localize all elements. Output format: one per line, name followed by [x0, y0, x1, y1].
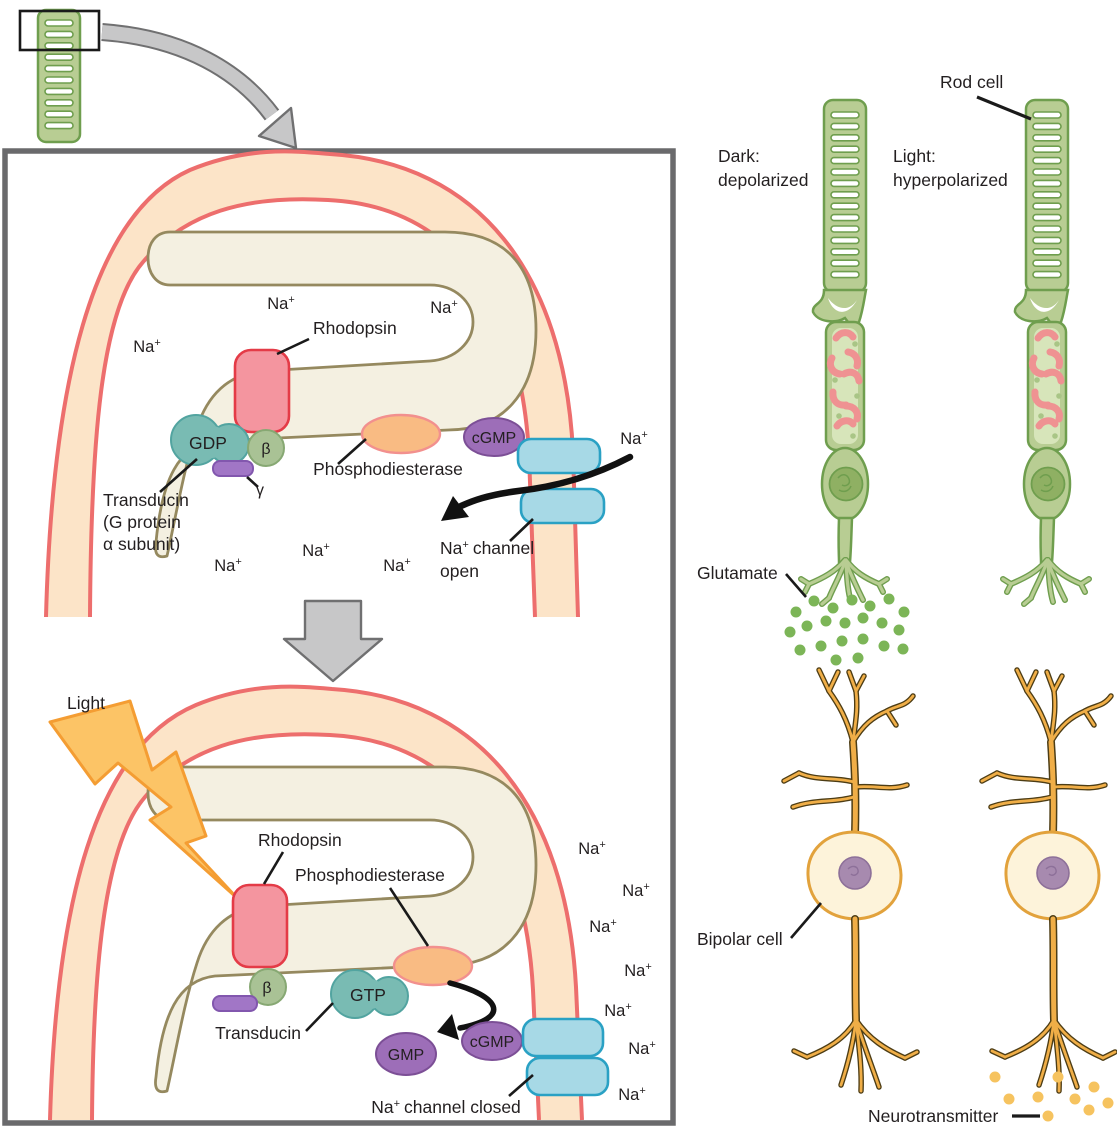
transducin-label: Transducin: [215, 1023, 301, 1043]
beta-subunit: [247, 429, 285, 467]
glutamate-vesicles: [784, 593, 910, 666]
channel-closed-label: Na+channel closed: [371, 1097, 521, 1117]
rhodopsin-label: Rhodopsin: [313, 318, 397, 338]
na-ion-label: Na+: [214, 556, 242, 575]
transducin-label-line2: (G protein: [103, 512, 181, 532]
na-ion-label: Na+: [133, 337, 161, 356]
rod-cell-label: Rod cell: [940, 72, 1003, 92]
na-ion-label: Na+: [628, 1039, 656, 1058]
sodium-influx-arrow: [457, 453, 634, 510]
membrane-outer-edge: [44, 149, 580, 618]
main-panel: Rhodopsin GDP β γ Transducin (G protein …: [2, 148, 676, 1126]
phosphodiesterase-label: Phosphodiesterase: [313, 459, 463, 479]
disc-membrane: [146, 765, 538, 1094]
gamma-callout-line: [246, 476, 259, 488]
na-ion-label: Na+: [578, 839, 606, 858]
dark-condition-diagram: Rhodopsin GDP β γ Transducin (G protein …: [44, 149, 648, 618]
mini-outer-segment-inset: [18, 8, 298, 150]
rhodopsin-callout-line: [262, 851, 285, 885]
na-ion-label: Na+: [620, 429, 648, 448]
transducin-label-line1: Transducin: [103, 490, 189, 510]
pde-callout-line: [337, 438, 367, 465]
transducin-label-line3: α subunit): [103, 534, 180, 554]
dark-state-label-line1: Dark:: [718, 146, 760, 166]
cgmp-label: cGMP: [470, 1034, 514, 1051]
phosphodiesterase-label: Phosphodiesterase: [295, 865, 445, 885]
zoom-region-box: [18, 9, 101, 52]
gmp-molecule: [375, 1032, 437, 1076]
light-state-label-line2: hyperpolarized: [893, 170, 1008, 190]
na-ion-label: Na+: [618, 1085, 646, 1104]
na-ion-label: Na+: [624, 961, 652, 980]
na-ion-label: Na+: [267, 294, 295, 313]
glutamate-label: Glutamate: [697, 563, 778, 583]
light-label: Light: [67, 693, 105, 713]
sodium-channel-upper: [516, 437, 602, 475]
light-state-label-line1: Light:: [893, 146, 936, 166]
channel-open-label-line1: Na+channel: [440, 538, 534, 558]
cgmp-label: cGMP: [472, 430, 516, 447]
transition-arrow: [282, 599, 384, 683]
sodium-influx-arrowhead: [441, 496, 469, 521]
na-ion-label: Na+: [589, 917, 617, 936]
bipolar-cell-dark: [784, 670, 917, 1091]
neurotransmitter-label: Neurotransmitter: [868, 1106, 998, 1126]
cgmp-molecule: [463, 417, 525, 457]
rhodopsin-callout-line: [276, 337, 310, 356]
disc-membrane: [146, 230, 538, 559]
sodium-channel-lower: [519, 487, 606, 525]
channel-open-label-line2: open: [440, 561, 479, 581]
na-ion-label: Na+: [622, 881, 650, 900]
bipolar-callout-line: [790, 902, 822, 939]
na-ion-label: Na+: [430, 298, 458, 317]
dark-state-label-line2: depolarized: [718, 170, 808, 190]
gtp-label: GTP: [350, 985, 386, 1005]
gdp-label: GDP: [189, 433, 227, 453]
beta-subunit: [249, 968, 287, 1006]
gamma-subunit: [212, 995, 258, 1012]
membrane-outer-edge: [48, 684, 584, 1121]
zoom-arrow: [101, 25, 278, 120]
na-ion-label: Na+: [383, 556, 411, 575]
rhodopsin-label: Rhodopsin: [258, 830, 342, 850]
rod-cell-comparison: Rod cell Dark: depolarized Light: hyperp…: [697, 72, 1089, 666]
channel-open-callout-line: [509, 518, 534, 542]
rod-cell-callout-line: [976, 95, 1032, 121]
zoom-arrowhead: [257, 106, 298, 150]
neurotransmitter-vesicles: [989, 1071, 1114, 1122]
rhodopsin: [233, 348, 291, 434]
glutamate-callout-line: [785, 573, 807, 598]
cgmp-to-gmp-arrow: [447, 980, 497, 1031]
gamma-label: γ: [256, 482, 264, 499]
bipolar-cell-comparison: Bipolar cell Neurotransmitter: [697, 670, 1115, 1126]
pde-callout-line: [388, 887, 430, 947]
rod-cell-dark: [801, 100, 887, 604]
bipolar-cell-label: Bipolar cell: [697, 929, 783, 949]
mini-rod-discs: [44, 19, 74, 130]
cgmp-to-gmp-arrowhead: [437, 1014, 459, 1040]
light-condition-diagram: Light Rhodopsin Phosphodiesterase β Tran…: [48, 684, 656, 1121]
beta-label: β: [262, 980, 271, 997]
light-bolt: [48, 699, 239, 900]
phosphodiesterase-enzyme: [360, 413, 442, 455]
channel-closed-callout-line: [508, 1074, 534, 1097]
bipolar-cell-light: [982, 670, 1115, 1091]
transducin-callout-line: [305, 1002, 334, 1032]
sodium-channel-lower: [525, 1056, 610, 1097]
beta-label: β: [261, 441, 270, 458]
na-ion-label: Na+: [302, 541, 330, 560]
na-ion-label: Na+: [604, 1001, 632, 1020]
phosphodiesterase-enzyme: [392, 945, 474, 987]
rhodopsin: [231, 883, 289, 969]
gamma-subunit: [212, 460, 254, 477]
transducin-callout-line: [159, 458, 198, 493]
gmp-label: GMP: [388, 1047, 424, 1064]
sodium-channel-upper: [521, 1017, 605, 1058]
rod-cell-light: [1003, 100, 1089, 604]
